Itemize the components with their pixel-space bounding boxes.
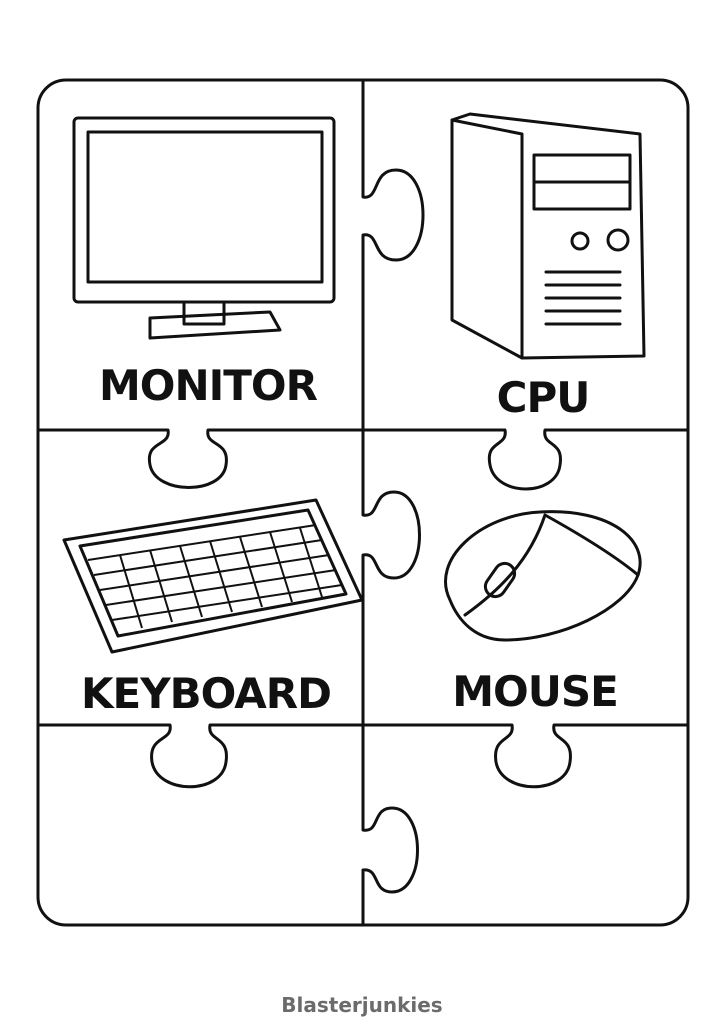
- label-cpu: CPU: [497, 373, 590, 422]
- horizontal-cut-line-1: [36, 428, 690, 491]
- monitor-icon: [72, 116, 336, 340]
- mouse-icon: [444, 510, 642, 642]
- vertical-cut-line: [361, 78, 425, 927]
- cpu-tower-icon: [450, 112, 646, 360]
- horizontal-cut-line-2: [36, 723, 690, 789]
- keyboard-icon: [62, 498, 364, 654]
- footer-brand: Blasterjunkies: [281, 993, 443, 1017]
- label-keyboard: KEYBOARD: [81, 669, 331, 718]
- label-mouse: MOUSE: [452, 667, 618, 716]
- label-monitor: MONITOR: [99, 361, 318, 410]
